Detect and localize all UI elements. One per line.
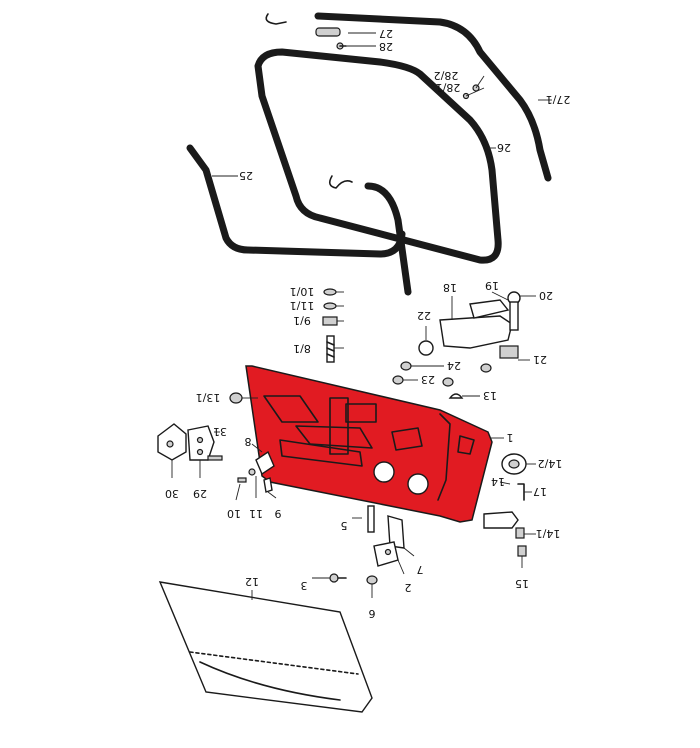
window-glass-seal	[254, 48, 502, 264]
label-29: 29	[193, 487, 207, 500]
label-5: 5	[341, 519, 348, 532]
handle-assembly	[418, 291, 521, 359]
label-19: 19	[485, 279, 499, 292]
label-20: 20	[539, 289, 553, 302]
parts-right-lower	[483, 453, 527, 557]
label-26: 26	[497, 141, 511, 154]
label-14-2: 14/2	[538, 457, 563, 470]
clip-part	[265, 13, 287, 25]
label-31: 31	[213, 425, 227, 438]
hinge-parts-left	[157, 423, 223, 461]
label-10-1: 10/1	[290, 285, 315, 298]
label-8-1: 8/1	[293, 342, 311, 355]
label-30: 30	[165, 487, 179, 500]
label-15: 15	[515, 577, 529, 590]
label-11: 11	[249, 507, 263, 520]
label-14-1: 14/1	[536, 527, 561, 540]
window-guide-rail	[328, 175, 412, 296]
label-11-1: 11/1	[290, 299, 315, 312]
label-22: 22	[417, 309, 431, 322]
label-27: 27	[379, 27, 393, 40]
label-28: 28	[379, 40, 393, 53]
grommet-13-1	[229, 392, 243, 404]
label-14: 14	[491, 475, 505, 488]
label-24: 24	[447, 359, 461, 372]
door-inner-panel	[245, 365, 493, 523]
label-3: 3	[301, 579, 308, 592]
label-9-1: 9/1	[293, 314, 311, 327]
label-27-1: 27/1	[546, 93, 571, 106]
guide-clip	[328, 175, 353, 189]
part-labels: 27 28 28/2 28/1 27/1 26 25 10/1 11/1 9/1…	[165, 27, 570, 620]
parts-lower-center	[329, 505, 405, 585]
label-13: 13	[483, 389, 497, 402]
label-9: 9	[275, 507, 282, 520]
small-part-27	[315, 27, 341, 37]
label-8: 8	[245, 435, 252, 448]
label-17: 17	[533, 485, 547, 498]
label-28-1: 28/1	[436, 81, 461, 94]
label-6: 6	[369, 607, 376, 620]
small-parts-right	[392, 361, 492, 399]
screw-28	[336, 42, 347, 50]
parts-8-9-10-11	[237, 450, 275, 493]
label-23: 23	[421, 373, 435, 386]
label-13-1: 13/1	[196, 391, 221, 404]
label-2: 2	[405, 581, 412, 594]
label-21: 21	[533, 353, 547, 366]
fastener-stack	[322, 288, 338, 363]
label-10: 10	[227, 507, 241, 520]
door-trim-panel	[158, 581, 373, 713]
label-1: 1	[507, 431, 514, 444]
label-25: 25	[239, 169, 253, 182]
leader-lines	[171, 32, 552, 600]
label-7: 7	[417, 563, 424, 576]
label-18: 18	[443, 281, 457, 294]
label-28-2: 28/2	[434, 69, 459, 82]
label-12: 12	[245, 575, 259, 588]
window-channel-seal	[265, 12, 552, 182]
